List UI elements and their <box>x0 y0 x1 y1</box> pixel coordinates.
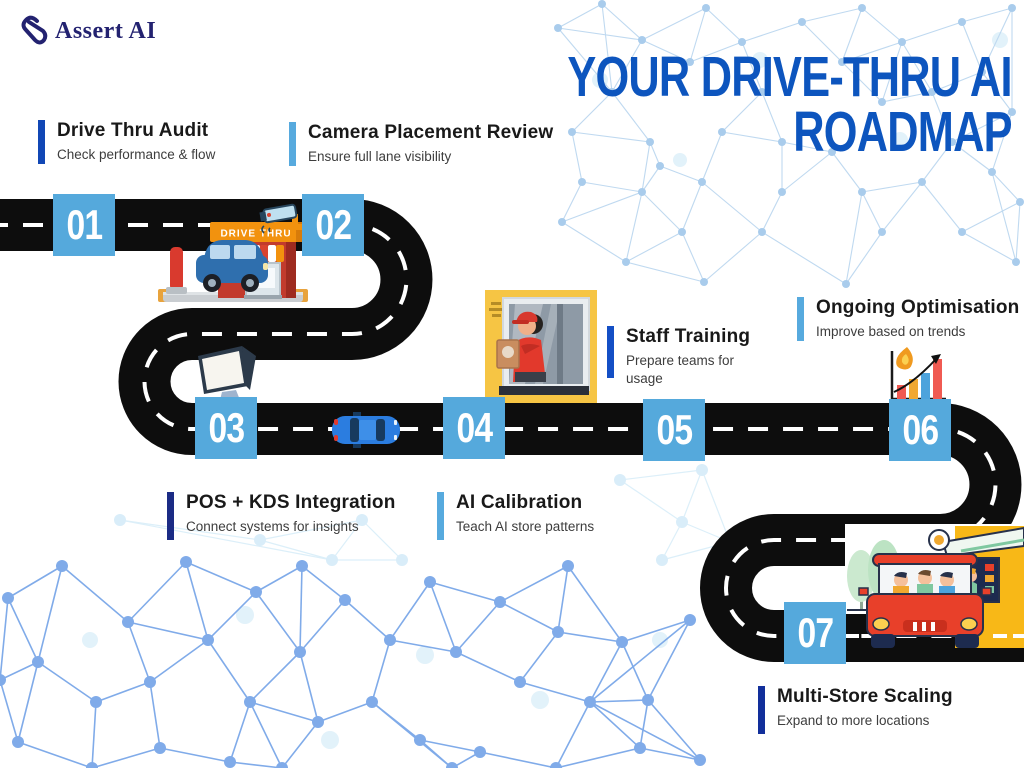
brand-logo: Assert AI <box>16 14 156 48</box>
trees-icon <box>847 540 918 612</box>
car-top-view-icon <box>332 412 400 448</box>
step-5-description: Prepare teams for usage <box>626 353 735 386</box>
step-2-title: Camera Placement Review <box>308 122 554 143</box>
step-6-accent-bar <box>797 297 804 341</box>
step-7-title: Multi-Store Scaling <box>777 686 953 707</box>
step-3-accent-bar <box>167 492 174 540</box>
step-1-description: Check performance & flow <box>57 147 216 162</box>
step-6-description: Improve based on trends <box>816 324 966 339</box>
step-4-description: Teach AI store patterns <box>456 519 595 534</box>
step-1-accent-bar <box>38 120 45 164</box>
step-4-title: AI Calibration <box>456 492 583 513</box>
step-4-label: AI Calibration Teach AI store patterns <box>437 492 594 540</box>
step-3-number: 03 <box>208 404 245 451</box>
step-5-title: Staff Training <box>626 326 751 347</box>
step-2-accent-bar <box>289 122 296 166</box>
step-1-badge: 01 <box>53 194 115 256</box>
step-1-label: Drive Thru Audit Check performance & flo… <box>38 120 215 164</box>
cctv-camera-icon <box>259 203 304 234</box>
step-7-description: Expand to more locations <box>777 713 930 728</box>
step-6-badge: 06 <box>889 399 951 461</box>
step-4-accent-bar <box>437 492 444 540</box>
staff-person <box>503 311 546 382</box>
brand-name: Assert AI <box>55 17 157 44</box>
step-3-title: POS + KDS Integration <box>186 492 396 513</box>
step-2-label: Camera Placement Review Ensure full lane… <box>289 122 553 166</box>
step-6-label: Ongoing Optimisation Improve based on tr… <box>797 297 1019 341</box>
assert-ai-logo-icon <box>21 15 48 45</box>
step-1-title: Drive Thru Audit <box>57 120 209 141</box>
drive-thru-kiosk-illustration: DRIVE THRU <box>158 222 308 302</box>
step-5-number: 05 <box>656 406 693 453</box>
step-1-number: 01 <box>66 201 103 248</box>
step-6-title: Ongoing Optimisation <box>816 297 1020 318</box>
title-line-1: YOUR DRIVE-THRU AI <box>567 45 1013 109</box>
minivan-icon <box>196 240 268 292</box>
drive-thru-sign-text: DRIVE THRU <box>220 229 291 240</box>
step-6-number: 06 <box>902 406 939 453</box>
step-3-description: Connect systems for insights <box>186 519 359 534</box>
awning-icon <box>228 245 284 262</box>
step-7-badge: 07 <box>784 602 846 664</box>
step-7-accent-bar <box>758 686 765 734</box>
step-7-label: Multi-Store Scaling Expand to more locat… <box>758 686 953 734</box>
server-person <box>943 568 977 600</box>
scene-road-dashes <box>845 634 1024 638</box>
step-5-label: Staff Training Prepare teams for usage <box>607 326 750 388</box>
road-center-line <box>0 223 1024 638</box>
step-3-label: POS + KDS Integration Connect systems fo… <box>167 492 396 540</box>
step-4-number: 04 <box>456 404 493 451</box>
step-5-accent-bar <box>607 326 614 378</box>
step-7-number: 07 <box>797 609 834 656</box>
road-asphalt <box>0 199 1024 662</box>
growth-chart-icon <box>890 347 946 401</box>
staff-window-illustration <box>485 290 597 403</box>
step-2-badge: 02 <box>302 194 364 256</box>
red-car-front <box>858 553 992 648</box>
step-5-badge: 05 <box>643 399 705 461</box>
pos-terminal-icon <box>198 346 256 403</box>
step-4-badge: 04 <box>443 397 505 459</box>
step-3-badge: 03 <box>195 397 257 459</box>
drive-thru-scene-illustration <box>845 524 1024 648</box>
step-2-description: Ensure full lane visibility <box>308 149 452 164</box>
step-2-number: 02 <box>315 201 352 248</box>
title-line-2: ROADMAP <box>793 100 1013 164</box>
